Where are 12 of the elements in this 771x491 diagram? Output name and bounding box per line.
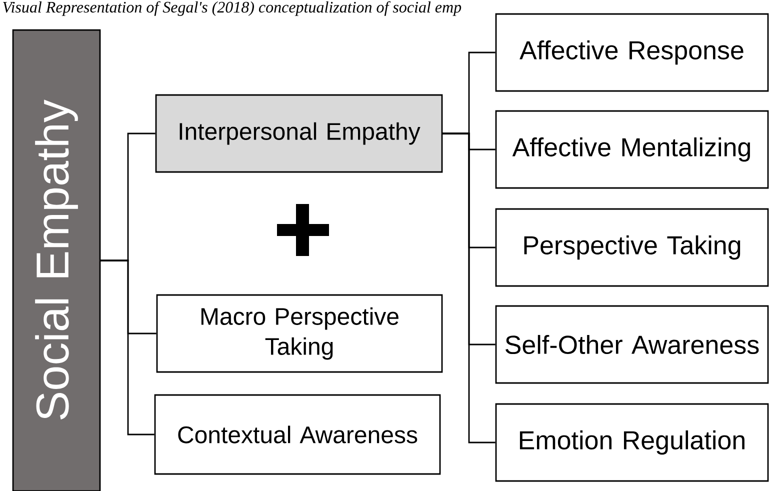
component-box: Perspective Taking [495,208,769,287]
component-box: Affective Mentalizing [495,110,769,189]
connector-line [100,260,154,436]
figure-title: Visual Representation of Segal's (2018) conceptualization of social emp [3,1,462,16]
concept-box: Contextual Awareness [154,394,441,475]
highlighted-box: Interpersonal Empathy [155,94,443,173]
component-box: Emotion Regulation [495,403,769,482]
component-box: Affective Response [495,13,769,92]
vertical-title-bar: Social Empathy [12,29,101,491]
connector-line [442,132,496,444]
concept-box: Macro Perspective Taking [156,294,443,373]
component-box: Self-Other Awareness [495,305,769,384]
